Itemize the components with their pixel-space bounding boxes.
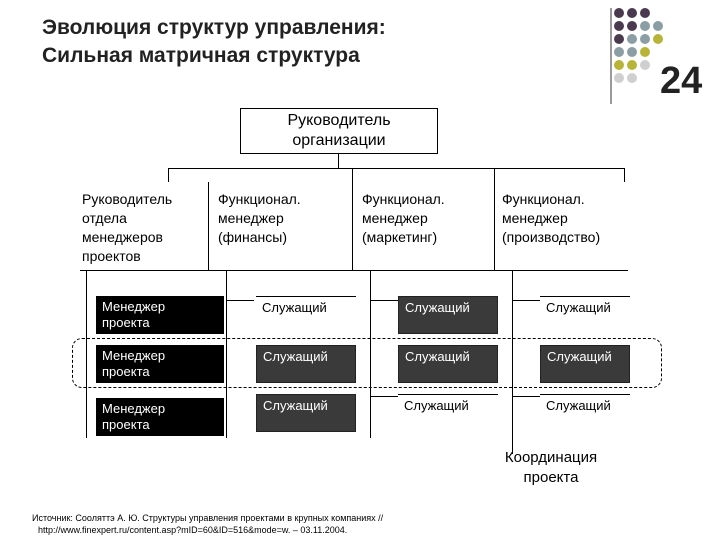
column-header-marketing: Функционал. менеджер (маркетинг) xyxy=(362,190,445,247)
dot-icon xyxy=(614,47,624,57)
dot-icon xyxy=(627,47,637,57)
column-outline xyxy=(352,270,628,271)
dot-icon xyxy=(627,21,637,31)
dot-icon xyxy=(640,60,650,70)
employee-box: Служащий xyxy=(398,345,498,383)
column-header-line: Функционал. xyxy=(218,191,301,207)
column-outline xyxy=(208,270,352,271)
connector-line xyxy=(512,396,540,397)
column-header-line: менеджер xyxy=(362,210,428,226)
employee-box: Служащий xyxy=(398,394,498,432)
connector-line xyxy=(338,154,339,168)
source-note: Источник: Сооляттэ А. Ю. Структуры управ… xyxy=(32,512,383,536)
project-coordination-outline xyxy=(72,338,662,388)
title-line-2: Сильная матричная структура xyxy=(42,44,360,67)
employee-box: Служащий xyxy=(540,296,630,334)
column-header-line: Руководитель xyxy=(82,191,173,207)
column-header-pm-department: Руководитель отдела менеджеров проектов xyxy=(82,190,172,266)
column-header-line: проектов xyxy=(82,248,141,264)
source-line: http://www.finexpert.ru/content.asp?mID=… xyxy=(38,525,348,535)
column-header-line: менеджер xyxy=(218,210,284,226)
dot-icon xyxy=(640,8,650,18)
column-header-line: отдела xyxy=(82,210,127,226)
employee-box: Служащий xyxy=(256,296,356,334)
employee-box: Служащий xyxy=(540,394,630,432)
decorative-dots xyxy=(614,8,674,98)
column-header-line: (финансы) xyxy=(218,229,287,245)
employee-box: Служащий xyxy=(256,345,356,383)
page-title: Эволюция структур управления: Сильная ма… xyxy=(42,14,602,70)
dot-icon xyxy=(627,73,637,83)
connector-line xyxy=(370,300,398,301)
dot-icon xyxy=(627,60,637,70)
dot-icon xyxy=(627,34,637,44)
connector-line xyxy=(226,270,227,438)
employee-box: Служащий xyxy=(540,345,630,383)
connector-line xyxy=(168,168,624,169)
manager-label: Менеджер xyxy=(102,401,166,416)
head-line-1: Руководитель xyxy=(287,112,391,129)
dot-icon xyxy=(614,8,624,18)
column-header-line: (производство) xyxy=(502,229,601,245)
manager-label: проекта xyxy=(102,315,150,330)
dot-icon xyxy=(627,8,637,18)
manager-label: проекта xyxy=(102,364,150,379)
dot-icon xyxy=(640,47,650,57)
column-header-line: менеджер xyxy=(502,210,568,226)
connector-line xyxy=(494,168,495,182)
column-outline xyxy=(80,270,208,271)
connector-line xyxy=(512,300,540,301)
source-line: Источник: Сооляттэ А. Ю. Структуры управ… xyxy=(32,513,384,523)
project-manager-box: Менеджер проекта xyxy=(96,345,224,383)
manager-label: Менеджер xyxy=(102,299,166,314)
decorative-divider xyxy=(610,8,612,104)
column-outline xyxy=(494,182,495,270)
connector-line xyxy=(512,270,513,454)
column-outline xyxy=(352,182,353,270)
connector-line xyxy=(352,168,353,182)
column-outline xyxy=(208,182,209,270)
connector-line xyxy=(624,168,625,182)
head-line-2: организации xyxy=(292,132,386,149)
project-manager-box: Менеджер проекта xyxy=(96,398,224,436)
employee-box: Служащий xyxy=(398,296,498,334)
connector-line xyxy=(226,300,254,301)
connector-line xyxy=(86,270,87,438)
dot-icon xyxy=(614,60,624,70)
column-header-production: Функционал. менеджер (производство) xyxy=(502,190,600,247)
dot-icon xyxy=(640,21,650,31)
column-header-line: Функционал. xyxy=(502,191,585,207)
head-box: Руководитель организации xyxy=(240,108,438,154)
coordination-line: проекта xyxy=(523,469,579,486)
project-coordination-label: Координация проекта xyxy=(486,448,616,488)
column-header-line: (маркетинг) xyxy=(362,229,438,245)
connector-line xyxy=(370,396,398,397)
dot-icon xyxy=(640,34,650,44)
dot-icon xyxy=(653,21,663,31)
slide-number: 24 xyxy=(660,60,703,102)
project-manager-box: Менеджер проекта xyxy=(96,296,224,334)
column-header-line: менеджеров xyxy=(82,229,163,245)
title-line-1: Эволюция структур управления: xyxy=(42,16,386,39)
coordination-line: Координация xyxy=(504,449,598,466)
manager-label: проекта xyxy=(102,417,150,432)
column-header-line: Функционал. xyxy=(362,191,445,207)
dot-icon xyxy=(653,34,663,44)
employee-box: Служащий xyxy=(256,394,356,432)
dot-icon xyxy=(614,21,624,31)
dot-icon xyxy=(614,34,624,44)
manager-label: Менеджер xyxy=(102,348,166,363)
connector-line xyxy=(370,270,371,438)
connector-line xyxy=(168,168,169,182)
column-header-finance: Функционал. менеджер (финансы) xyxy=(218,190,301,247)
dot-icon xyxy=(614,73,624,83)
